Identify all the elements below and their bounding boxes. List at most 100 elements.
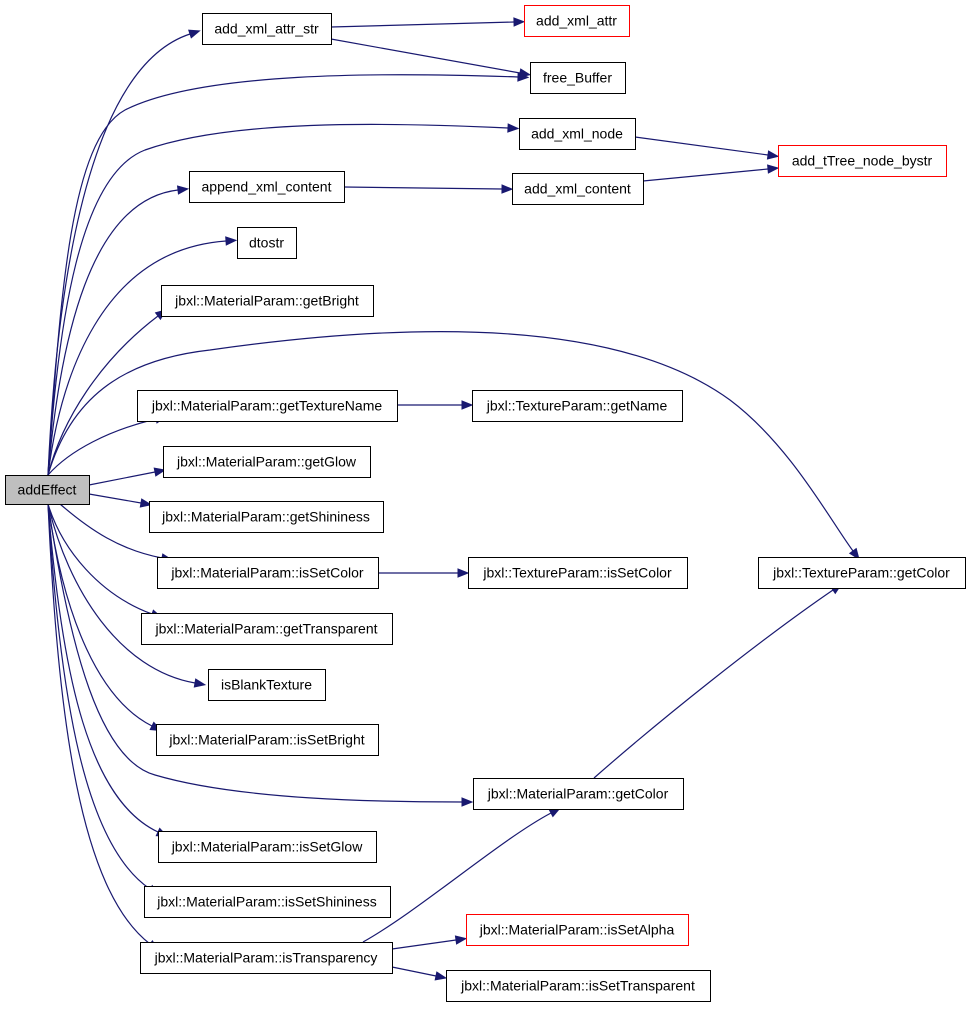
edge-line (47, 189, 179, 476)
edge-arrowhead (139, 498, 153, 508)
edge-arrowhead (766, 150, 780, 160)
node-label: jbxl::MaterialParam::getGlow (176, 454, 357, 470)
node-label: add_tTree_node_bystr (792, 153, 933, 169)
node-addEffect[interactable]: addEffect (5, 475, 90, 505)
node-box[interactable] (758, 557, 966, 589)
node-label: jbxl::TextureParam::getName (486, 398, 668, 414)
node-box[interactable] (202, 13, 332, 45)
node-tp_isSetColor[interactable]: jbxl::TextureParam::isSetColor (468, 557, 688, 589)
edge-line (362, 812, 552, 943)
edge-arrowhead (457, 568, 470, 578)
node-isSetShininess[interactable]: jbxl::MaterialParam::isSetShininess (144, 886, 391, 918)
edge-add_xml_content-to-add_tTree_node_bystr (642, 164, 780, 182)
node-label: free_Buffer (543, 70, 612, 86)
edge-line (47, 503, 463, 803)
edge-append_xml_content-to-add_xml_content (343, 184, 514, 194)
node-box[interactable] (473, 778, 684, 810)
edge-addEffect-to-add_xml_attr_str (47, 29, 201, 476)
node-box[interactable] (524, 5, 630, 37)
edge-arrowhead (767, 164, 780, 174)
edge-line (330, 21, 515, 28)
node-box[interactable] (778, 145, 947, 177)
edge-line (47, 503, 196, 684)
node-box[interactable] (140, 942, 393, 974)
node-getGlow[interactable]: jbxl::MaterialParam::getGlow (163, 446, 371, 478)
node-getBright[interactable]: jbxl::MaterialParam::getBright (161, 285, 374, 317)
node-isBlankTexture[interactable]: isBlankTexture (208, 669, 326, 701)
edge-addEffect-to-getTextureName (47, 414, 168, 476)
node-box[interactable] (208, 669, 326, 701)
node-add_xml_attr_str[interactable]: add_xml_attr_str (202, 13, 332, 45)
node-box[interactable] (466, 914, 689, 946)
node-box[interactable] (161, 285, 374, 317)
node-box[interactable] (149, 501, 384, 533)
node-box[interactable] (137, 390, 398, 422)
node-add_xml_attr[interactable]: add_xml_attr (524, 5, 630, 37)
edge-line (391, 966, 437, 977)
node-isSetGlow[interactable]: jbxl::MaterialParam::isSetGlow (158, 831, 377, 863)
edge-line (343, 186, 503, 190)
node-isSetColor[interactable]: jbxl::MaterialParam::isSetColor (157, 557, 379, 589)
node-box[interactable] (237, 227, 297, 259)
edge-addEffect-to-dtostr (47, 236, 238, 476)
edge-add_xml_node-to-add_tTree_node_bystr (634, 136, 780, 160)
edge-addEffect-to-getShininess (88, 493, 153, 508)
edge-arrowhead (513, 17, 526, 27)
node-tp_getName[interactable]: jbxl::TextureParam::getName (472, 390, 683, 422)
node-box[interactable] (144, 886, 391, 918)
node-getTextureName[interactable]: jbxl::MaterialParam::getTextureName (137, 390, 398, 422)
node-add_xml_content[interactable]: add_xml_content (512, 173, 644, 205)
edge-line (59, 503, 163, 559)
edge-line (47, 418, 157, 476)
edge-arrowhead (193, 678, 207, 688)
edge-line (47, 123, 509, 476)
node-label: add_xml_content (524, 181, 631, 197)
edge-arrowhead (507, 123, 520, 133)
node-append_xml_content[interactable]: append_xml_content (189, 171, 345, 203)
node-box[interactable] (468, 557, 688, 589)
edge-arrowhead (461, 400, 474, 410)
edge-line (47, 33, 191, 476)
node-getTransparent[interactable]: jbxl::MaterialParam::getTransparent (141, 613, 393, 645)
node-box[interactable] (158, 831, 377, 863)
node-label: jbxl::MaterialParam::isTransparency (154, 950, 378, 966)
node-box[interactable] (141, 613, 393, 645)
node-getShininess[interactable]: jbxl::MaterialParam::getShininess (149, 501, 384, 533)
edge-addEffect-to-isSetGlow (47, 503, 169, 837)
node-isSetTransparent[interactable]: jbxl::MaterialParam::isSetTransparent (446, 970, 711, 1002)
node-box[interactable] (157, 557, 379, 589)
node-label: jbxl::MaterialParam::getBright (174, 293, 359, 309)
edge-arrowhead (434, 971, 448, 981)
edge-add_xml_attr_str-to-free_Buffer (330, 38, 532, 78)
node-box[interactable] (189, 171, 345, 203)
node-box[interactable] (5, 475, 90, 505)
node-box[interactable] (530, 62, 626, 94)
node-box[interactable] (446, 970, 711, 1002)
node-tp_getColor[interactable]: jbxl::TextureParam::getColor (758, 557, 966, 589)
node-isTransparency[interactable]: jbxl::MaterialParam::isTransparency (140, 942, 393, 974)
node-add_xml_node[interactable]: add_xml_node (519, 118, 636, 150)
node-isSetAlpha[interactable]: jbxl::MaterialParam::isSetAlpha (466, 914, 689, 946)
node-box[interactable] (163, 446, 371, 478)
node-mp_getColor[interactable]: jbxl::MaterialParam::getColor (473, 778, 684, 810)
edge-addEffect-to-add_xml_node (47, 123, 520, 476)
node-free_Buffer[interactable]: free_Buffer (530, 62, 626, 94)
node-box[interactable] (512, 173, 644, 205)
node-box[interactable] (519, 118, 636, 150)
edge-line (634, 136, 769, 156)
edge-addEffect-to-mp_getColor (47, 503, 474, 807)
node-isSetBright[interactable]: jbxl::MaterialParam::isSetBright (156, 724, 379, 756)
edge-mp_getColor-to-tp_getColor (593, 583, 843, 779)
node-label: jbxl::MaterialParam::getTextureName (151, 398, 383, 414)
edge-line (47, 330, 854, 552)
node-add_tTree_node_bystr[interactable]: add_tTree_node_bystr (778, 145, 947, 177)
edge-arrowhead (518, 68, 532, 78)
node-box[interactable] (156, 724, 379, 756)
edge-addEffect-to-append_xml_content (47, 185, 190, 476)
node-label: jbxl::MaterialParam::isSetTransparent (460, 978, 695, 994)
edge-line (47, 503, 159, 833)
node-label: jbxl::MaterialParam::isSetColor (170, 565, 364, 581)
node-dtostr[interactable]: dtostr (237, 227, 297, 259)
node-box[interactable] (472, 390, 683, 422)
